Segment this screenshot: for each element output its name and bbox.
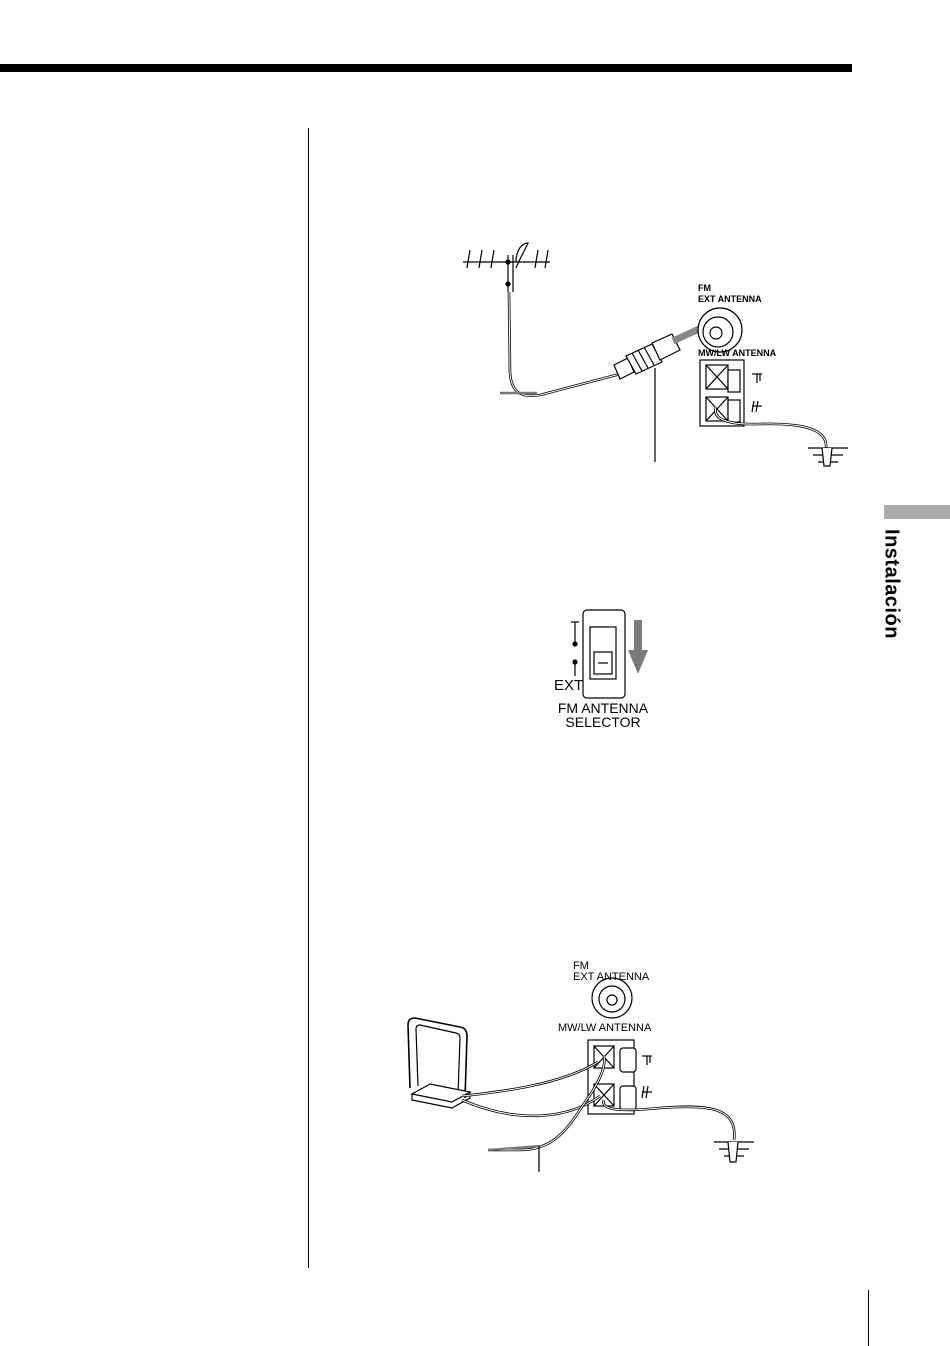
loop-antenna-icon: [408, 1018, 470, 1108]
mwlw-terminal-block: [700, 360, 744, 426]
mwlw-antenna-label-3: MW/LW ANTENNA: [558, 1022, 652, 1034]
antenna-terminal-icon-3: [642, 1056, 652, 1065]
mwlw-terminal-block-3: [588, 1040, 636, 1114]
fm-ext-antenna-jack-3: [592, 978, 632, 1018]
earth-ground-icon: [808, 448, 848, 466]
fm-ext-antenna-jack: [698, 308, 742, 352]
selector-label-line2: SELECTOR: [565, 714, 640, 730]
mwlw-antenna-label: MW/LW ANTENNA: [698, 348, 777, 358]
ground-terminal-icon-3: [642, 1086, 652, 1098]
slide-down-arrow-icon: [628, 620, 648, 674]
fm-ext-label-line2: EXT ANTENNA: [698, 294, 762, 304]
figure-external-antenna: [463, 243, 848, 466]
fm-ext-label-line1: FM: [698, 283, 711, 293]
ext-position-label: EXT: [554, 677, 583, 694]
roof-antenna-icon: [463, 243, 550, 292]
earth-ground-icon-3: [714, 1142, 754, 1162]
ground-terminal-icon: [752, 401, 762, 412]
antenna-position-icon: [571, 622, 579, 646]
antenna-terminal-icon: [752, 374, 762, 383]
fm-ext-label3-line2: EXT ANTENNA: [573, 971, 650, 983]
figure-loop-antenna: [408, 978, 754, 1172]
